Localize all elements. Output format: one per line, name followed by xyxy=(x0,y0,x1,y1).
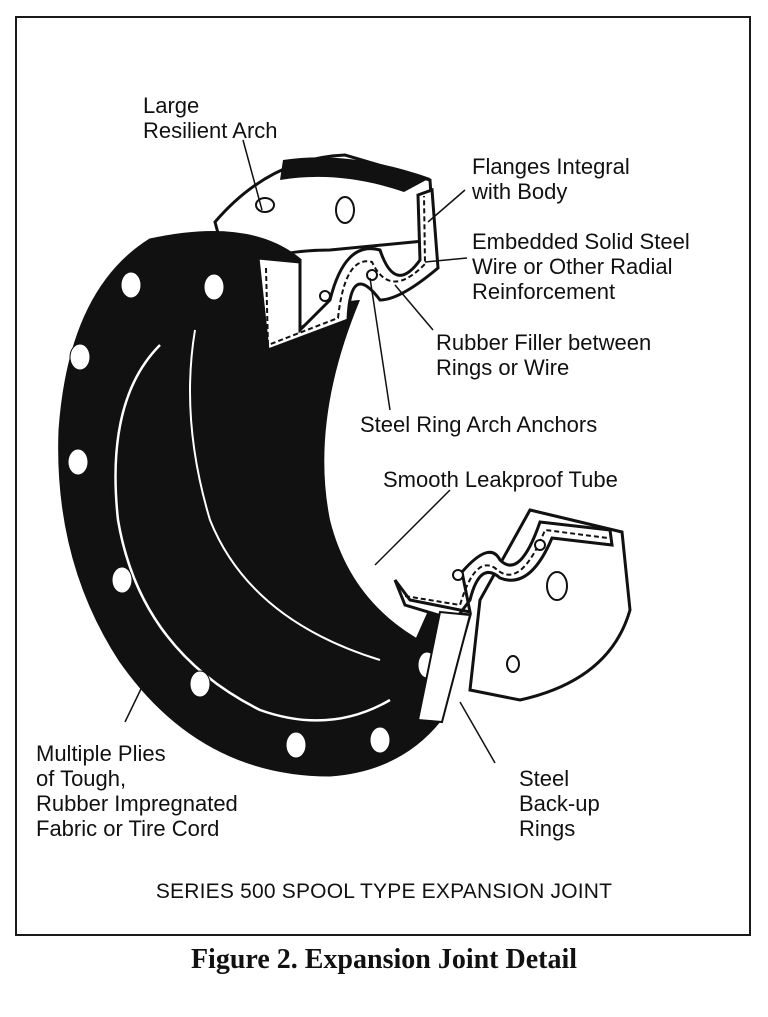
tube-inner-line xyxy=(189,329,381,661)
label-ring-anchors: Steel Ring Arch Anchors xyxy=(360,412,598,437)
far-bolt-hole-4 xyxy=(506,655,520,673)
far-bolt-hole-2 xyxy=(335,196,355,224)
bolt-hole-7 xyxy=(285,731,307,759)
leader-backup-rings xyxy=(459,701,496,764)
lower-anchor-ring-1 xyxy=(452,569,464,581)
inner-flange-edge xyxy=(114,344,391,722)
leader-flanges xyxy=(427,189,466,223)
series-title: SERIES 500 SPOOL TYPE EXPANSION JOINT xyxy=(155,880,613,903)
leader-leakproof-tube xyxy=(374,489,451,566)
far-flange-top-face xyxy=(280,157,430,192)
label-large-arch: Large Resilient Arch xyxy=(143,93,278,143)
label-backup-rings: Steel Back-up Rings xyxy=(519,766,600,841)
far-bolt-hole-3 xyxy=(546,571,568,601)
label-flanges: Flanges Integral with Body xyxy=(472,154,630,204)
upper-anchor-ring-2 xyxy=(366,269,378,281)
bolt-hole-8 xyxy=(369,726,391,754)
leader-large-arch xyxy=(242,139,263,211)
bolt-hole-5 xyxy=(111,566,133,594)
bolt-hole-1 xyxy=(120,271,142,299)
label-rubber-filler: Rubber Filler between Rings or Wire xyxy=(436,330,652,380)
bolt-hole-6 xyxy=(189,670,211,698)
lower-reinforcement-line xyxy=(404,528,609,607)
backup-ring-band xyxy=(416,610,472,724)
figure-caption: Figure 2. Expansion Joint Detail xyxy=(190,944,578,975)
tube-body xyxy=(111,300,420,718)
leader-embedded-wire xyxy=(424,257,468,263)
leader-rubber-filler xyxy=(394,284,434,331)
bolt-hole-2 xyxy=(203,273,225,301)
upper-cross-section xyxy=(256,187,440,353)
lower-cross-section xyxy=(393,520,614,622)
lower-anchor-ring-2 xyxy=(534,539,546,551)
upper-anchor-ring-1 xyxy=(319,290,331,302)
bolt-hole-3 xyxy=(69,343,91,371)
leader-ring-anchors xyxy=(369,277,391,411)
bolt-hole-4 xyxy=(67,448,89,476)
upper-reinforcement-line xyxy=(265,195,427,347)
far-bolt-hole-1 xyxy=(255,197,275,213)
far-flange-lower xyxy=(468,508,632,702)
leader-plies xyxy=(124,659,156,723)
label-plies: Multiple Plies of Tough, Rubber Impregna… xyxy=(36,741,238,841)
label-embedded-wire: Embedded Solid Steel Wire or Other Radia… xyxy=(472,229,690,304)
label-leakproof-tube: Smooth Leakproof Tube xyxy=(383,467,618,492)
